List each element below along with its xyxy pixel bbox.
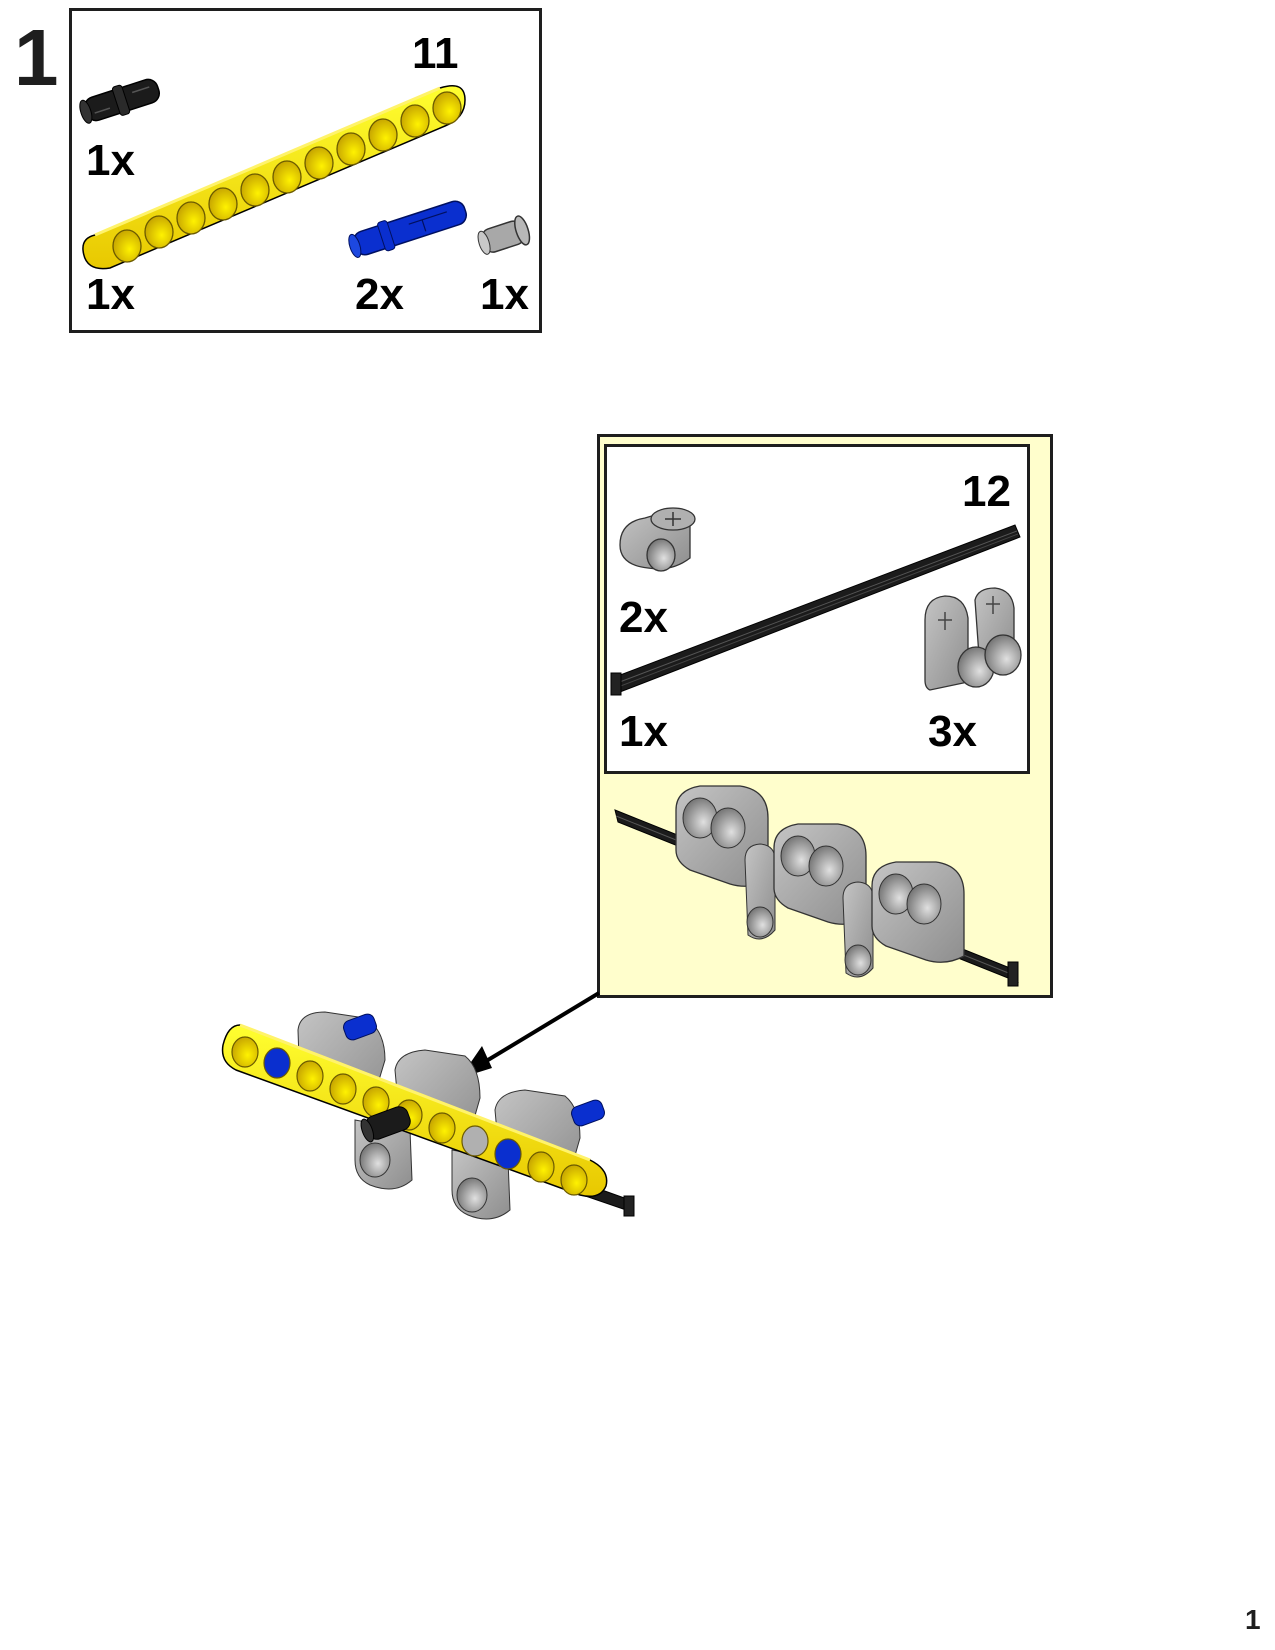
cross-block-icon: [619, 507, 696, 572]
beam-quantity: 1x: [86, 270, 135, 319]
double-cross-block-quantity: 3x: [928, 707, 977, 756]
beam-length-label: 11: [412, 29, 459, 78]
axle-quantity: 1x: [619, 707, 668, 756]
main-assembly-model-icon: [221, 1011, 635, 1220]
double-cross-block-icon: [924, 587, 1022, 691]
axle-length-label: 12: [962, 467, 1011, 516]
cross-block-quantity: 2x: [619, 593, 668, 642]
grey-half-pin-icon: [477, 215, 531, 255]
axle-12-icon: [610, 524, 1021, 696]
page-number: 1: [1245, 1604, 1261, 1635]
blue-pin-quantity: 2x: [355, 270, 404, 319]
sub-assembly-model-icon: [614, 785, 1019, 987]
callout-arrow-icon: [460, 991, 601, 1078]
beam-11-icon: [82, 85, 466, 270]
grey-half-pin-quantity: 1x: [480, 270, 529, 319]
blue-long-pin-icon: [348, 200, 468, 258]
black-pin-icon: [79, 78, 160, 124]
step-number: 1: [14, 13, 59, 102]
black-pin-quantity: 1x: [86, 136, 135, 185]
